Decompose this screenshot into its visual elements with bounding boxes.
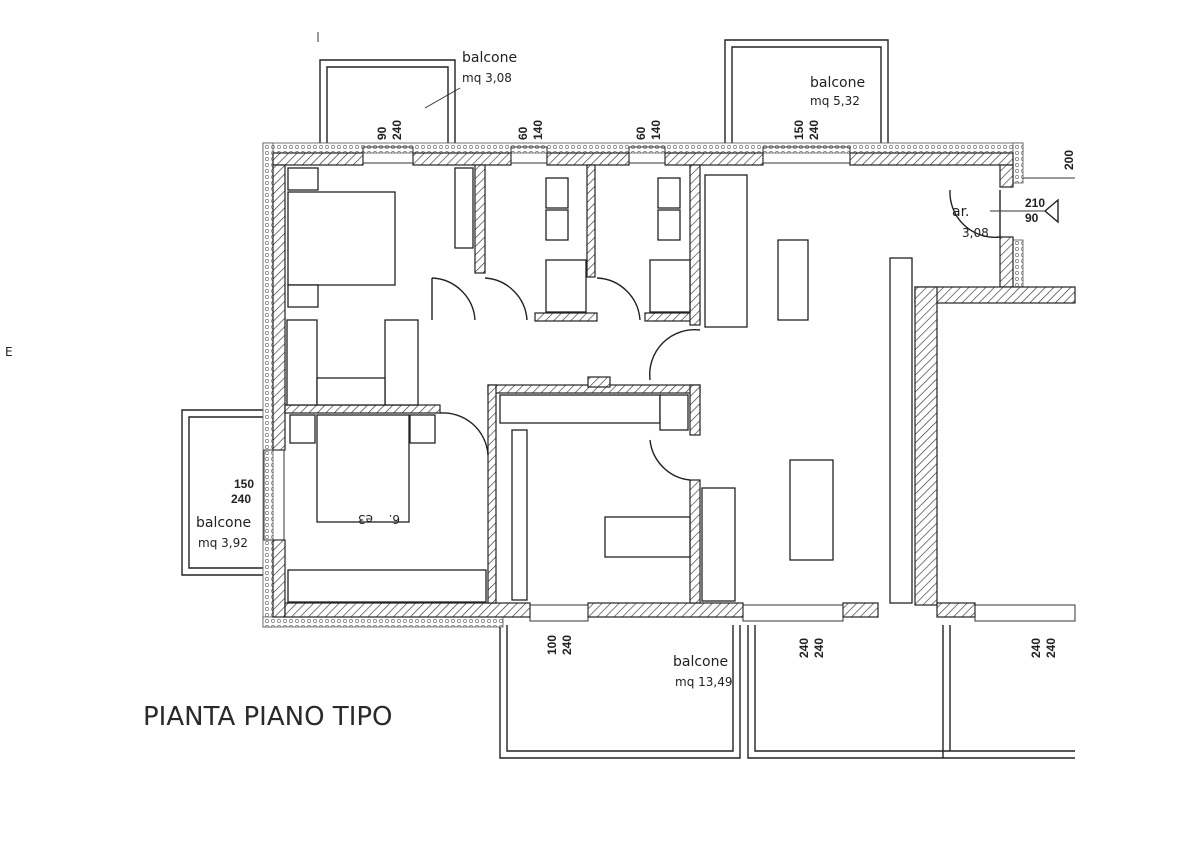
svg-text:90: 90 xyxy=(1025,211,1039,225)
shower-2 xyxy=(649,259,691,313)
page-title: PIANTA PIANO TIPO xyxy=(143,702,393,732)
svg-text:240: 240 xyxy=(560,635,574,655)
svg-text:140: 140 xyxy=(531,120,545,140)
bed-mark: e3 xyxy=(358,512,373,526)
svg-text:240: 240 xyxy=(1044,638,1058,658)
svg-text:240: 240 xyxy=(390,120,404,140)
svg-text:60: 60 xyxy=(516,126,530,140)
svg-text:balcone: balcone xyxy=(462,50,517,66)
bed-mark: 6. xyxy=(389,512,400,526)
kitchen-counter xyxy=(499,394,661,424)
svg-text:100: 100 xyxy=(545,635,559,655)
svg-text:210: 210 xyxy=(1025,196,1045,210)
svg-text:mq 13,49: mq 13,49 xyxy=(675,675,732,689)
svg-text:ar.: ar. xyxy=(952,204,970,220)
svg-text:240: 240 xyxy=(812,638,826,658)
wardrobe xyxy=(454,167,474,249)
corner-mark: E xyxy=(5,345,13,359)
kitchen-table xyxy=(604,516,691,558)
svg-text:mq 3,08: mq 3,08 xyxy=(462,71,512,85)
svg-text:200: 200 xyxy=(1062,150,1076,170)
furniture: e3 6. xyxy=(286,167,913,604)
svg-text:240: 240 xyxy=(797,638,811,658)
svg-text:150: 150 xyxy=(792,120,806,140)
double-bed xyxy=(287,191,396,286)
svg-text:240: 240 xyxy=(1029,638,1043,658)
shower xyxy=(545,259,587,313)
svg-text:balcone: balcone xyxy=(673,654,728,670)
svg-text:3,08: 3,08 xyxy=(962,226,989,240)
balcony-outlines xyxy=(181,39,1075,759)
svg-text:mq 5,32: mq 5,32 xyxy=(810,94,860,108)
svg-text:balcone: balcone xyxy=(810,75,865,91)
dining-table xyxy=(789,459,834,561)
windows xyxy=(263,146,1076,622)
wardrobe-2 xyxy=(287,569,487,603)
opening-dimensions: 90 240 60 140 60 140 150 240 150 240 100… xyxy=(231,120,1058,658)
svg-text:240: 240 xyxy=(231,492,251,506)
balcony-labels: balcone mq 3,08 balcone mq 5,32 balcone … xyxy=(196,50,865,689)
svg-text:150: 150 xyxy=(234,477,254,491)
svg-text:balcone: balcone xyxy=(196,515,251,531)
svg-text:60: 60 xyxy=(634,126,648,140)
walls xyxy=(262,142,1076,628)
svg-text:140: 140 xyxy=(649,120,663,140)
entry-labels: ar. 3,08 210 90 200 xyxy=(952,150,1076,240)
sofa xyxy=(704,174,748,328)
doors xyxy=(431,189,1001,481)
bed-2 xyxy=(316,414,410,523)
svg-text:240: 240 xyxy=(807,120,821,140)
svg-text:90: 90 xyxy=(375,126,389,140)
coffee-table xyxy=(777,239,809,321)
svg-text:mq 3,92: mq 3,92 xyxy=(198,536,248,550)
